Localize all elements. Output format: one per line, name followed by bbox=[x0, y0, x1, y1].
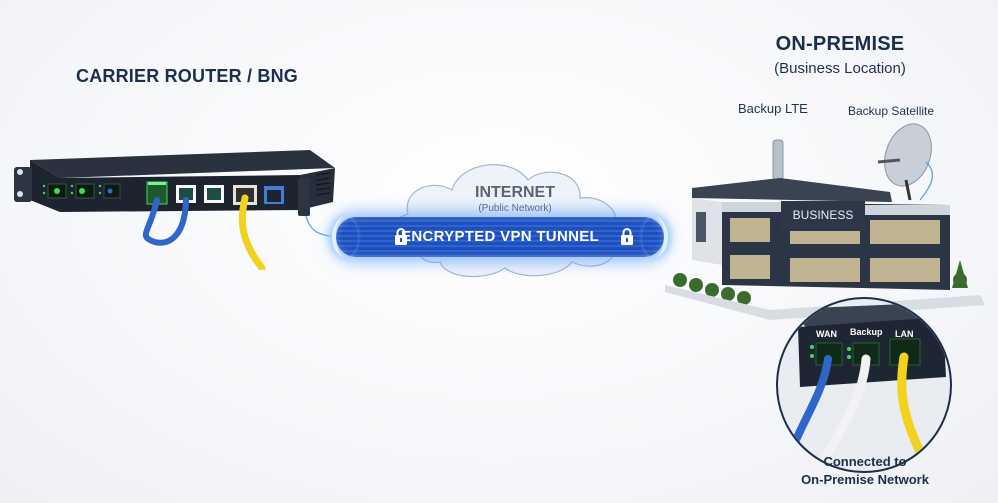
rack-ear-left bbox=[14, 167, 32, 202]
router-vents bbox=[315, 172, 331, 196]
onpremise-subtitle: (Business Location) bbox=[774, 60, 906, 77]
onpremise-title: ON-PREMISE bbox=[775, 33, 905, 55]
cpe-zoom-inset: WAN Backup LAN bbox=[776, 297, 952, 473]
cpe-top bbox=[788, 303, 950, 329]
sfp-port bbox=[75, 183, 95, 199]
sfp-port bbox=[103, 183, 121, 199]
rack-screw bbox=[17, 191, 23, 197]
building-band bbox=[722, 202, 782, 212]
building-base bbox=[665, 285, 985, 320]
backup-cable-white bbox=[813, 354, 871, 471]
sfp-port bbox=[47, 183, 67, 199]
building-band bbox=[865, 205, 950, 215]
lte-antenna-icon bbox=[772, 139, 784, 181]
cpe-device bbox=[784, 303, 950, 471]
backup-port-label: Backup bbox=[850, 327, 883, 337]
internet-subtitle: (Public Network) bbox=[478, 203, 552, 214]
lock-icon bbox=[621, 228, 633, 245]
trees bbox=[673, 260, 968, 305]
vpn-tunnel: ENCRYPTED VPN TUNNEL bbox=[332, 217, 668, 257]
internet-title: INTERNET bbox=[475, 184, 555, 201]
cpe-caption-line1: Connected to bbox=[823, 454, 907, 469]
building-window bbox=[696, 212, 706, 242]
rj45-port-blue bbox=[264, 186, 284, 204]
lan-port-label: LAN bbox=[895, 329, 914, 339]
carrier-router bbox=[14, 150, 340, 270]
satellite-dish-icon bbox=[877, 123, 933, 201]
blue-patch-cable bbox=[142, 197, 189, 246]
router-title: CARRIER ROUTER / BNG bbox=[76, 66, 299, 86]
rj45-port bbox=[204, 185, 224, 203]
backup-lte-label: Backup LTE bbox=[738, 101, 808, 116]
router-top bbox=[30, 150, 335, 178]
wan-port-label: WAN bbox=[816, 329, 837, 339]
rj45-port bbox=[176, 185, 196, 203]
cpe-caption-line2: On-Premise Network bbox=[801, 472, 929, 487]
wan-cable-blue bbox=[784, 355, 832, 463]
status-leds bbox=[42, 184, 102, 195]
lan-cable-yellow bbox=[897, 352, 933, 471]
business-building bbox=[665, 123, 985, 320]
rack-ear-right bbox=[298, 178, 310, 216]
lock-icon bbox=[395, 228, 407, 245]
business-sign: BUSINESS bbox=[781, 201, 865, 231]
yellow-cable bbox=[238, 194, 266, 270]
business-sign-text: BUSINESS bbox=[792, 208, 854, 222]
vpn-tunnel-label: ENCRYPTED VPN TUNNEL bbox=[401, 228, 599, 245]
rack-screw bbox=[17, 169, 23, 175]
cpe-leds bbox=[810, 345, 851, 359]
backup-satellite-label: Backup Satellite bbox=[848, 104, 935, 118]
building-roof bbox=[692, 178, 892, 202]
